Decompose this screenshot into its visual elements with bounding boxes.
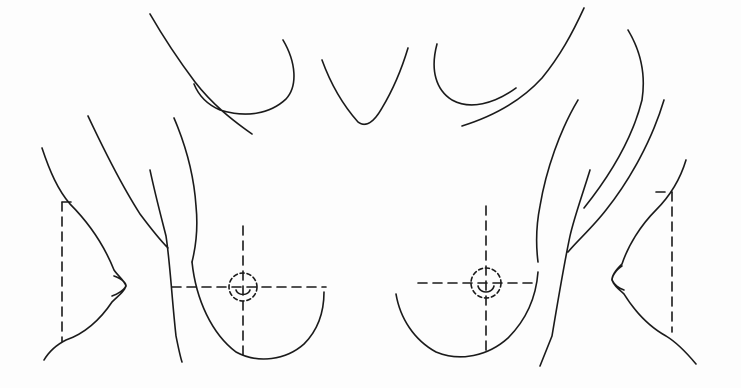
right-profile-view [612,160,696,364]
right-neck-curve [434,44,516,105]
right-profile-nipple [612,266,624,290]
left-profile-contour [42,148,126,360]
left-arm-outer [88,116,168,248]
left-breast-front [192,262,324,359]
right-shoulder-line [462,8,584,126]
right-arm-lines [537,100,664,366]
left-arm-lines [88,116,197,362]
sternal-notch-curve [322,48,408,124]
left-shoulder-line [150,14,252,134]
right-axilla-line [537,100,578,262]
right-arm-outer [568,100,664,252]
left-neck-curve [194,40,294,114]
right-profile-contour [612,160,696,364]
left-axilla-line [174,118,197,262]
right-arm-inner [540,170,590,366]
right-breast-contour [396,272,538,357]
measurement-guides [62,192,672,360]
left-breast-contour [192,262,324,359]
right-outer-shoulder [584,30,643,208]
left-profile-nipple [112,276,126,296]
left-arm-inner [150,170,182,362]
left-profile-view [42,148,126,360]
right-breast-front [396,268,538,357]
torso-outline [150,8,643,208]
